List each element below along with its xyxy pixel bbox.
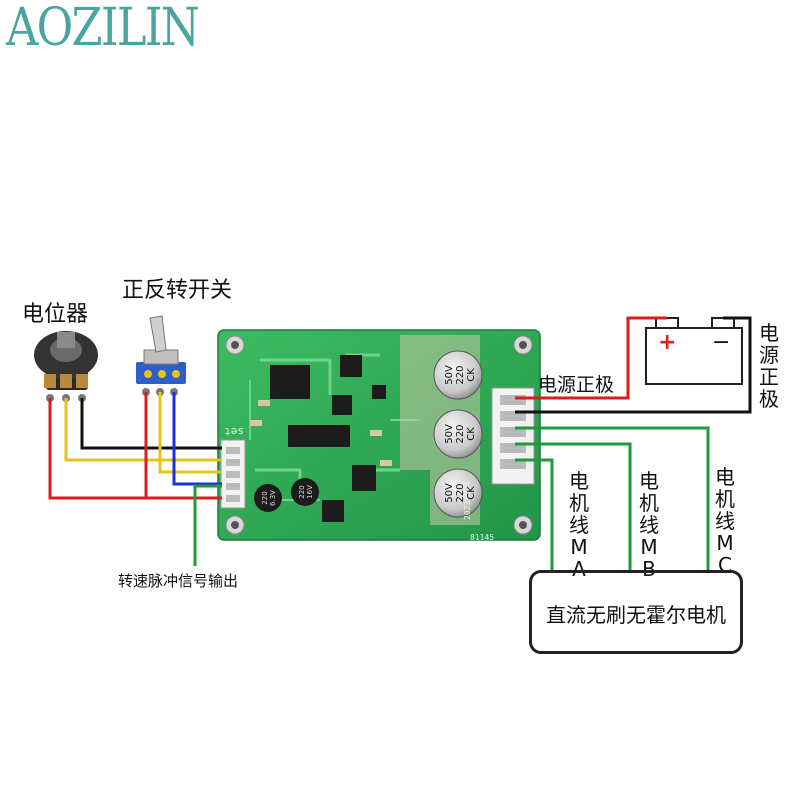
capacitor-icon	[433, 350, 483, 400]
wire-motor-a	[515, 458, 554, 570]
power-negative-label: 电源正极	[759, 321, 779, 411]
small-cap-line1: 220	[298, 485, 306, 498]
brand-logo: AOZILIN	[6, 0, 200, 58]
wire-black	[80, 398, 222, 450]
wires	[48, 316, 752, 570]
capacitor-value: 220	[455, 424, 466, 443]
motor-label: 直流无刷无霍尔电机	[546, 603, 726, 627]
small-capacitor-icon	[254, 484, 282, 512]
wire-power-positive	[515, 316, 667, 400]
motor-a-label: 电机线MA	[569, 469, 589, 581]
direction-switch-label: 正反转开关	[122, 278, 233, 303]
capacitor-volt: 50V	[444, 483, 455, 503]
wire-motor-b	[515, 442, 632, 570]
battery-minus: −	[712, 330, 731, 355]
wire-yellow	[64, 398, 222, 462]
wire-yellow	[158, 392, 222, 474]
capacitor-icon	[433, 409, 483, 459]
wire-blue	[172, 392, 222, 486]
capacitor-brand: CK	[466, 427, 477, 441]
power-positive-label: 电源正极	[538, 374, 615, 396]
board-part-code: 81145	[470, 533, 494, 542]
motor-b-label: 电机线MB	[639, 469, 659, 581]
small-capacitor-icon	[291, 478, 319, 506]
small-cap-line1: 220	[261, 491, 269, 504]
motor-c-label: 电机线MC	[715, 465, 735, 577]
potentiometer-label: 电位器	[22, 302, 89, 327]
board-silkscreen: set 20230524 81145 50V 220 CK 50V 220 CK…	[224, 365, 494, 542]
capacitor-value: 220	[455, 483, 466, 502]
toggle-switch-icon	[136, 315, 186, 396]
board-set-label: set	[224, 425, 244, 438]
ic-chip-icon	[270, 365, 310, 399]
capacitor-volt: 50V	[444, 365, 455, 385]
capacitor-brand: CK	[466, 368, 477, 382]
battery-plus: +	[658, 330, 677, 355]
potentiometer-icon	[34, 331, 98, 402]
wire-green	[193, 484, 222, 566]
capacitor-icon	[433, 468, 483, 518]
battery-icon	[645, 317, 743, 385]
pulse-output-label: 转速脉冲信号输出	[118, 572, 239, 590]
wire-red	[48, 398, 222, 500]
small-cap-line2: 16V	[306, 485, 314, 499]
board-date-code: 20230524	[463, 481, 472, 520]
capacitor-volt: 50V	[444, 424, 455, 444]
wire-motor-c	[515, 426, 710, 570]
wire-power-negative	[515, 316, 752, 414]
pcb-board	[217, 329, 541, 541]
capacitor-value: 220	[455, 365, 466, 384]
ic-chip-icon	[288, 425, 350, 447]
capacitor-brand: CK	[466, 486, 477, 500]
motor-box: 直流无刷无霍尔电机	[529, 570, 743, 654]
small-cap-line2: 6.3V	[269, 490, 277, 506]
